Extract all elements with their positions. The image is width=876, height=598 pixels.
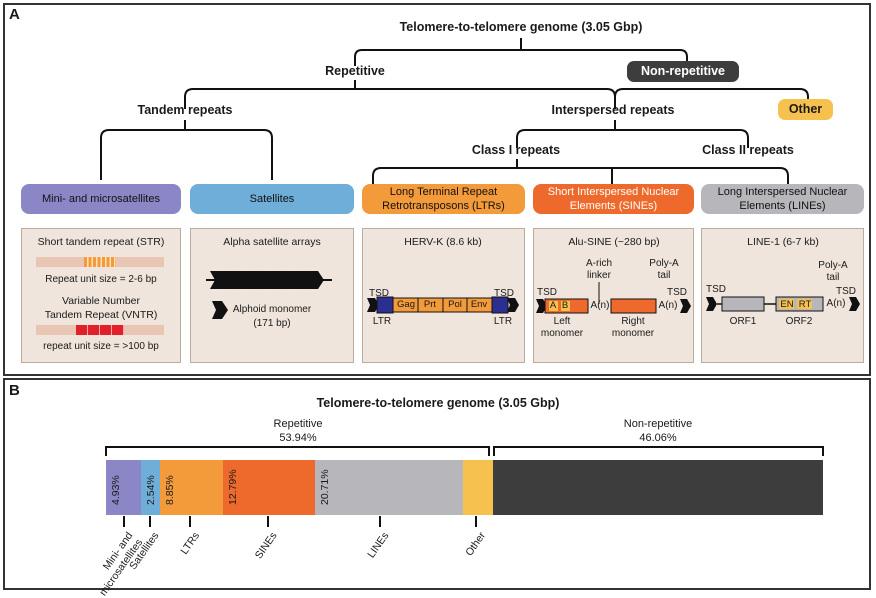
alu-box-b: B [561, 300, 569, 311]
detail-box-tandem [21, 228, 181, 363]
line1-tsd-right: TSD [836, 286, 856, 297]
root-label: Telomere-to-telomere genome (3.05 Gbp) [399, 20, 643, 34]
non-repetitive-group-percent: 46.06% [639, 432, 677, 444]
str-title: Short tandem repeat (STR) [37, 236, 165, 248]
bar-segment-sines [223, 460, 316, 515]
line1-orf1: ORF1 [729, 316, 757, 327]
alu-polya-line-2: tail [657, 270, 671, 281]
non-repetitive-pill: Non-repetitive [627, 61, 739, 82]
vntr-title-line-1: Variable Number [61, 295, 141, 307]
tandem-repeats-label: Tandem repeats [137, 103, 233, 117]
bar-value-label: 20.71% [318, 469, 331, 505]
gene-prt: Prt [423, 299, 437, 310]
line1-polya-line-2: tail [826, 272, 840, 283]
category-ltrs: Long Terminal Repeat Retrotransposons (L… [362, 184, 525, 214]
line1-orf2: ORF2 [785, 316, 813, 327]
detail-box-sine [533, 228, 694, 363]
bar-value-label: 8.85% [163, 475, 176, 505]
sines-line-2: Elements (SINEs) [569, 200, 658, 212]
alu-tsd-left: TSD [537, 287, 557, 298]
gene-pol: Pol [448, 299, 462, 310]
line1-en: EN [780, 299, 794, 310]
category-lines: Long Interspersed Nuclear Elements (LINE… [701, 184, 864, 214]
str-repeat-block [84, 257, 116, 267]
detail-box-line [701, 228, 864, 363]
bar-segment-mini-and-microsatellites [106, 460, 142, 515]
non-repetitive-group-label: Non-repetitive [623, 418, 693, 430]
alu-right-monomer-line-1: Right [621, 316, 645, 327]
category-satellites: Satellites [190, 184, 354, 214]
alu-title: Alu-SINE (~280 bp) [568, 236, 660, 248]
alu-tsd-right: TSD [667, 287, 687, 298]
lines-line-1: Long Interspersed Nuclear [717, 185, 848, 198]
herv-ltr-right: LTR [493, 316, 513, 327]
ltrs-line-1: Long Terminal Repeat [389, 185, 498, 198]
class-1-label: Class I repeats [471, 143, 561, 157]
panel-a-label: A [9, 6, 20, 23]
repetitive-group-label: Repetitive [273, 418, 323, 430]
other-pill: Other [778, 99, 833, 120]
herv-tsd-right: TSD [494, 288, 514, 299]
satellite-title: Alpha satellite arrays [223, 236, 321, 248]
bar-segment-non-repetitive [492, 460, 824, 515]
alu-linker-line-1: A-rich [585, 258, 613, 269]
sines-line-1: Short Interspersed Nuclear [547, 185, 680, 198]
interspersed-repeats-label: Interspersed repeats [551, 103, 675, 117]
bar-value-label: 12.79% [227, 469, 239, 505]
lines-line-2: Elements (LINEs) [739, 200, 826, 212]
line1-rt: RT [798, 299, 812, 310]
str-unit-size: Repeat unit size = 2-6 bp [45, 274, 157, 285]
alphoid-monomer-line-2: (171 bp) [253, 318, 291, 329]
alu-polya-linker: A(n) [590, 300, 610, 311]
detail-box-satellites [190, 228, 354, 363]
alu-box-a: A [549, 300, 557, 311]
bar-segment-ltrs [159, 460, 224, 515]
vntr-repeat-block [76, 325, 124, 335]
line1-title: LINE-1 (6-7 kb) [747, 236, 819, 248]
gene-env: Env [470, 299, 488, 310]
bar-segment-satellites [141, 460, 161, 515]
line1-polya-line-1: Poly-A [818, 260, 848, 271]
line1-tsd-left: TSD [706, 284, 726, 295]
bar-segment-other [463, 460, 494, 515]
category-mini-microsatellites: Mini- and microsatellites [21, 184, 181, 214]
alu-right-monomer-line-2: monomer [611, 328, 655, 339]
bar-segment-lines [314, 460, 464, 515]
alphoid-monomer-line-1: Alphoid monomer [232, 304, 312, 315]
class-2-label: Class II repeats [702, 143, 794, 157]
detail-box-ltr [362, 228, 525, 363]
bar-value-label: 2.54% [145, 475, 158, 505]
gene-gag: Gag [397, 299, 415, 310]
ltrs-line-2: Retrotransposons (LTRs) [382, 200, 505, 212]
vntr-unit-size: repeat unit size = >100 bp [43, 341, 159, 352]
herv-k-title: HERV-K (8.6 kb) [404, 236, 482, 248]
repetitive-label: Repetitive [325, 64, 385, 78]
vntr-title-line-2: Tandem Repeat (VNTR) [44, 309, 158, 321]
category-sines: Short Interspersed Nuclear Elements (SIN… [533, 184, 694, 214]
alu-left-monomer-line-1: Left [553, 316, 571, 327]
panel-b-title: Telomere-to-telomere genome (3.05 Gbp) [316, 396, 560, 410]
alu-polya-line-1: Poly-A [649, 258, 679, 269]
herv-tsd-left: TSD [369, 288, 389, 299]
panel-b-label: B [9, 382, 20, 399]
bar-value-label: 4.93% [110, 475, 122, 505]
herv-ltr-left: LTR [372, 316, 392, 327]
alu-left-monomer-line-2: monomer [540, 328, 584, 339]
repetitive-group-percent: 53.94% [279, 432, 317, 444]
alu-linker-line-2: linker [587, 270, 611, 281]
alphoid-monomer-glyph [212, 301, 228, 319]
line1-polya: A(n) [826, 298, 846, 309]
alu-polya-tail: A(n) [658, 300, 678, 311]
